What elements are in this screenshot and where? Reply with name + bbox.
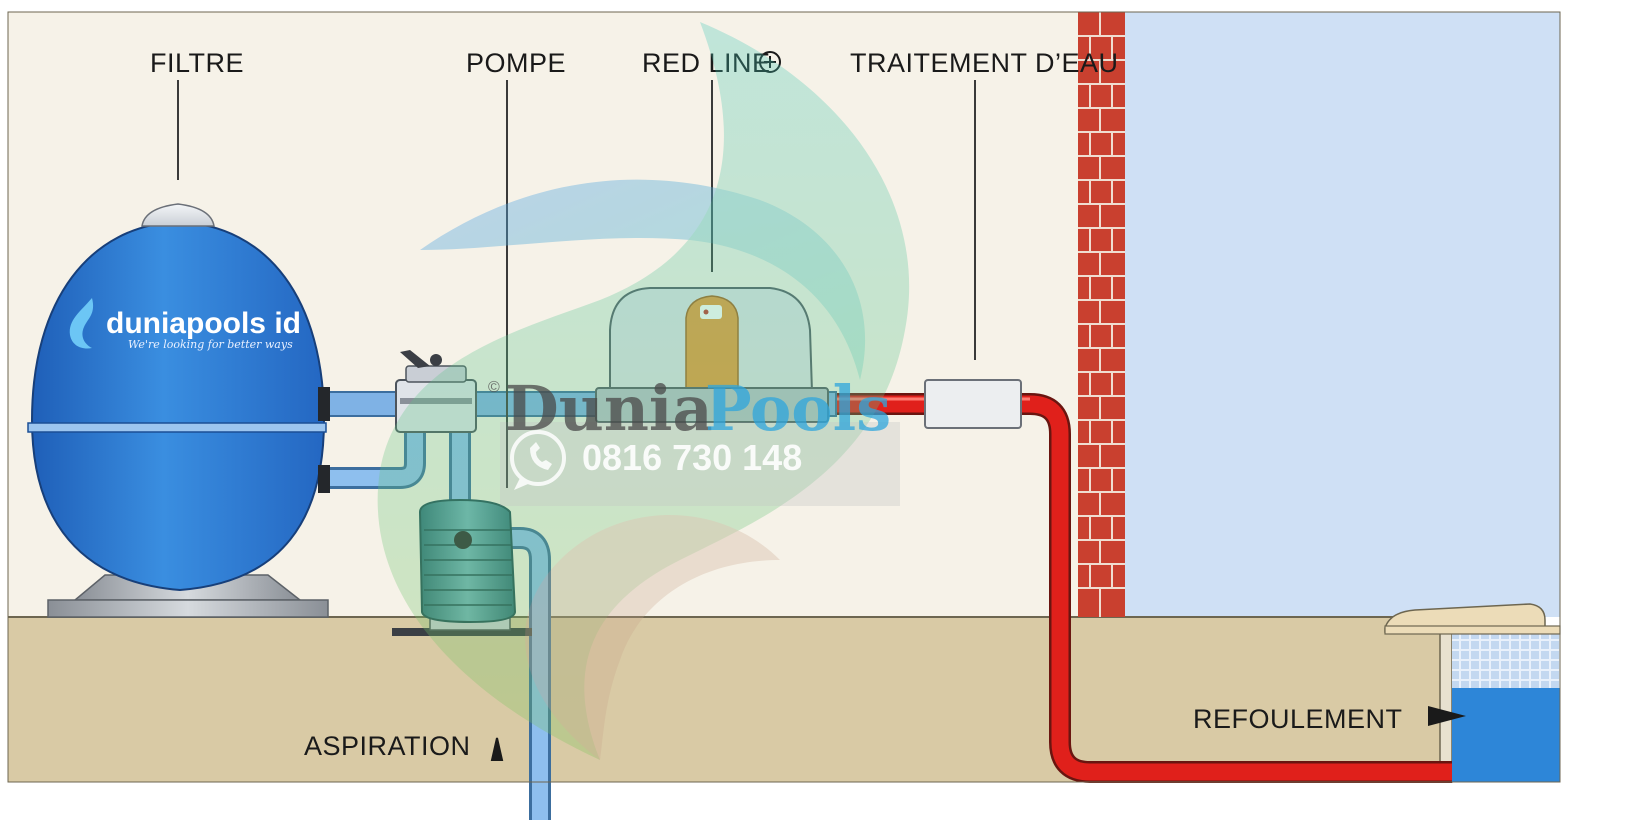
watermark-swirl-lower: [525, 515, 780, 760]
label-pump: POMPE: [466, 48, 566, 78]
label-suction: ASPIRATION: [304, 731, 471, 761]
arrow-up-icon: [490, 737, 504, 761]
watermark-swirl-main: [377, 22, 910, 760]
label-discharge: REFOULEMENT: [1193, 704, 1403, 734]
pool-coping: [1384, 603, 1546, 633]
pool-side-wall: [1439, 616, 1453, 783]
logo-name: duniapools id: [106, 307, 301, 340]
label-filter: FILTRE: [150, 48, 244, 78]
ground: [8, 617, 1453, 782]
label-water-treatment: TRAITEMENT D’EAU: [850, 48, 1119, 78]
watermark-phone: 0816 730 148: [582, 437, 802, 478]
watermark-phone-band: [500, 422, 900, 506]
brick-wall: [1078, 12, 1125, 617]
sand-filter-tank: [27, 203, 330, 618]
logo-tagline: We're looking for better ways: [128, 338, 293, 351]
droplet-logo-icon: [69, 298, 94, 349]
whatsapp-icon: [510, 430, 566, 490]
pool-lower-water: [1452, 688, 1560, 782]
watermark-copyright: ©: [488, 379, 500, 396]
pool-water-area: [1125, 12, 1560, 617]
filter-brand-logo: duniapools id We're looking for better w…: [69, 298, 301, 351]
watermark: [377, 22, 910, 760]
arrow-right-icon: [1428, 706, 1466, 726]
pool-tile-band: [1452, 632, 1560, 688]
water-treatment-unit: [924, 379, 1022, 429]
watermark-brand-part2: Pools: [705, 372, 891, 445]
